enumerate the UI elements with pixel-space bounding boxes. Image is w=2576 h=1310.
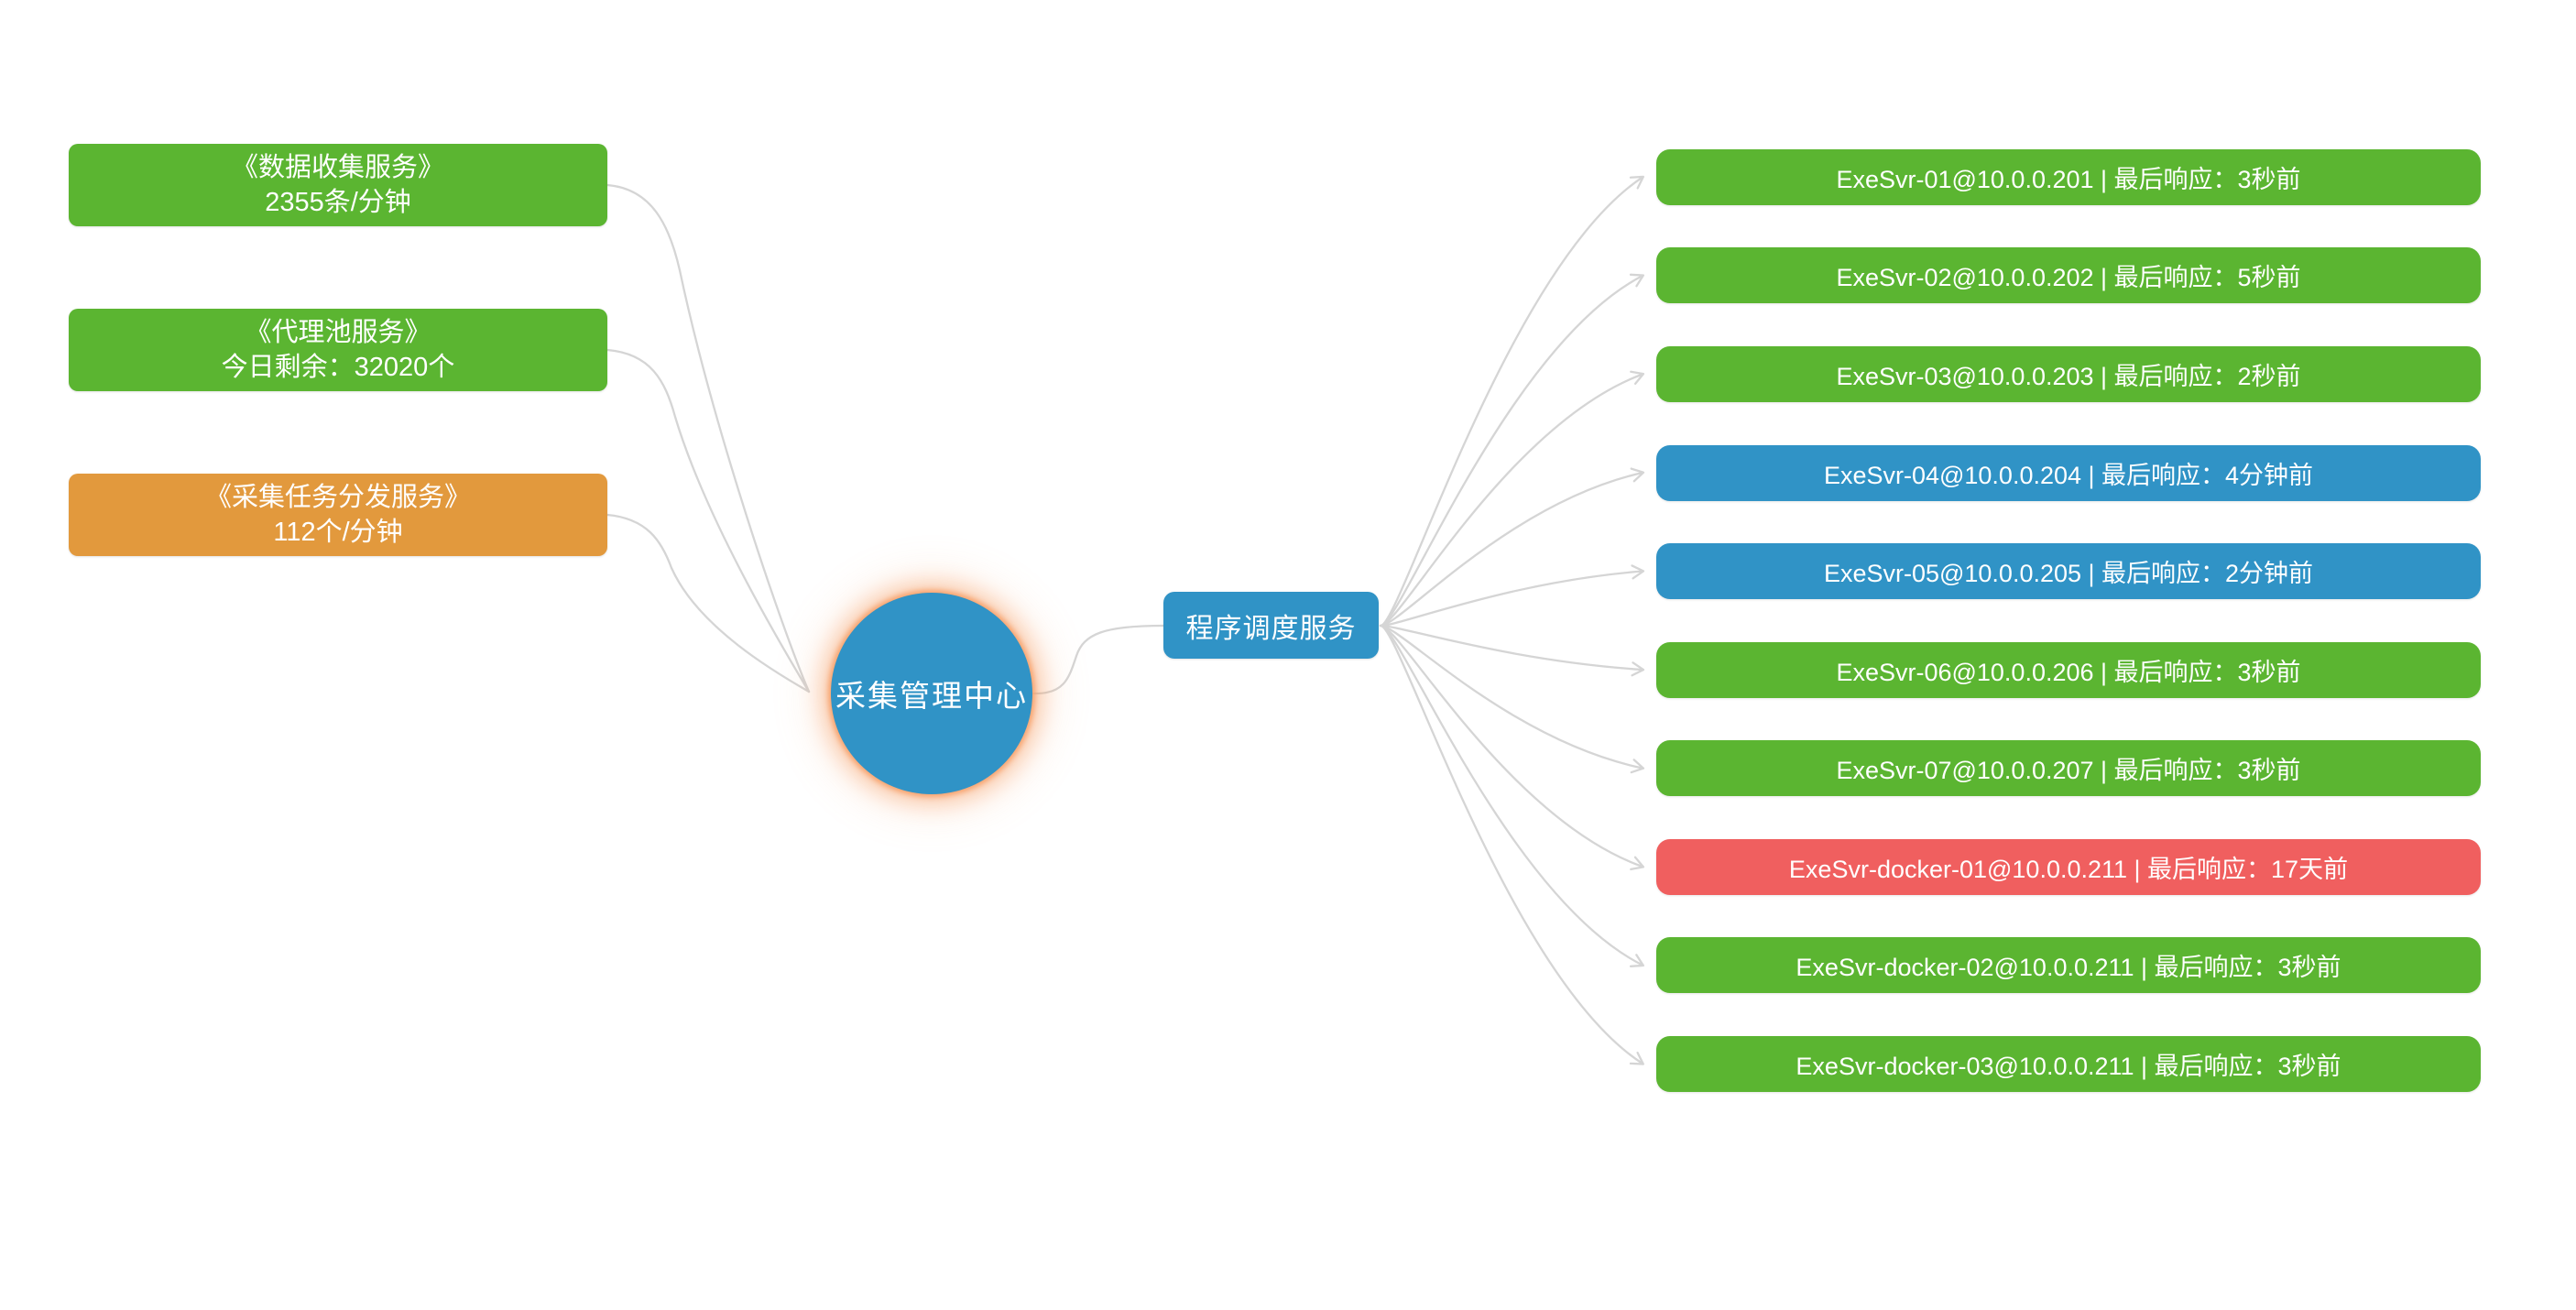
service-node-proxy-pool[interactable]: 《代理池服务》 今日剩余：32020个	[69, 309, 607, 391]
service-metric: 112个/分钟	[273, 518, 403, 547]
root-node[interactable]: 采集管理中心	[831, 593, 1032, 794]
executor-node[interactable]: ExeSvr-04@10.0.0.204 | 最后响应：4分钟前	[1656, 445, 2481, 501]
connector-line	[1379, 624, 1645, 774]
service-metric: 2355条/分钟	[265, 188, 411, 217]
executor-label: ExeSvr-06@10.0.0.206 | 最后响应：3秒前	[1836, 659, 2301, 686]
connector-line	[1379, 273, 1645, 628]
service-title: 《采集任务分发服务》	[204, 483, 471, 512]
executor-node[interactable]: ExeSvr-docker-02@10.0.0.211 | 最后响应：3秒前	[1656, 937, 2481, 993]
service-title: 《数据收集服务》	[231, 153, 444, 182]
connector-line	[1379, 467, 1645, 628]
root-node-label: 采集管理中心	[835, 679, 1028, 713]
service-node-data-collection[interactable]: 《数据收集服务》 2355条/分钟	[69, 144, 607, 226]
scheduler-node[interactable]: 程序调度服务	[1163, 592, 1379, 659]
executor-label: ExeSvr-02@10.0.0.202 | 最后响应：5秒前	[1836, 264, 2301, 291]
executor-label: ExeSvr-docker-02@10.0.0.211 | 最后响应：3秒前	[1796, 954, 2341, 981]
executor-label: ExeSvr-04@10.0.0.204 | 最后响应：4分钟前	[1823, 462, 2314, 489]
connector-line	[1031, 624, 1165, 695]
connector-line	[1379, 624, 1645, 677]
executor-label: ExeSvr-docker-01@10.0.0.211 | 最后响应：17天前	[1788, 856, 2349, 883]
connector-line	[1379, 370, 1645, 628]
executor-node[interactable]: ExeSvr-03@10.0.0.203 | 最后响应：2秒前	[1656, 346, 2481, 402]
executor-node[interactable]: ExeSvr-06@10.0.0.206 | 最后响应：3秒前	[1656, 642, 2481, 698]
service-metric: 今日剩余：32020个	[221, 353, 455, 382]
executor-label: ExeSvr-07@10.0.0.207 | 最后响应：3秒前	[1836, 757, 2301, 784]
executor-node[interactable]: ExeSvr-05@10.0.0.205 | 最后响应：2分钟前	[1656, 543, 2481, 599]
executor-label: ExeSvr-03@10.0.0.203 | 最后响应：2秒前	[1836, 363, 2301, 390]
executor-node[interactable]: ExeSvr-docker-03@10.0.0.211 | 最后响应：3秒前	[1656, 1036, 2481, 1092]
scheduler-node-label: 程序调度服务	[1185, 613, 1357, 644]
executor-node[interactable]: ExeSvr-docker-01@10.0.0.211 | 最后响应：17天前	[1656, 839, 2481, 895]
connector-line	[1379, 624, 1644, 1065]
service-title: 《代理池服务》	[245, 318, 431, 347]
connector-line	[1379, 624, 1645, 967]
executor-label: ExeSvr-docker-03@10.0.0.211 | 最后响应：3秒前	[1796, 1053, 2341, 1080]
connector-line	[606, 513, 811, 693]
connector-line	[606, 183, 811, 693]
executor-node[interactable]: ExeSvr-07@10.0.0.207 | 最后响应：3秒前	[1656, 740, 2481, 796]
executor-label: ExeSvr-01@10.0.0.201 | 最后响应：3秒前	[1836, 166, 2301, 193]
connector-line	[1379, 175, 1644, 628]
connector-line	[1379, 564, 1645, 628]
executor-node[interactable]: ExeSvr-01@10.0.0.201 | 最后响应：3秒前	[1656, 149, 2481, 205]
service-node-task-dispatch[interactable]: 《采集任务分发服务》 112个/分钟	[69, 474, 607, 556]
executor-node[interactable]: ExeSvr-02@10.0.0.202 | 最后响应：5秒前	[1656, 247, 2481, 303]
connector-line	[1379, 624, 1645, 871]
connector-line	[606, 348, 811, 693]
executor-label: ExeSvr-05@10.0.0.205 | 最后响应：2分钟前	[1823, 560, 2314, 587]
